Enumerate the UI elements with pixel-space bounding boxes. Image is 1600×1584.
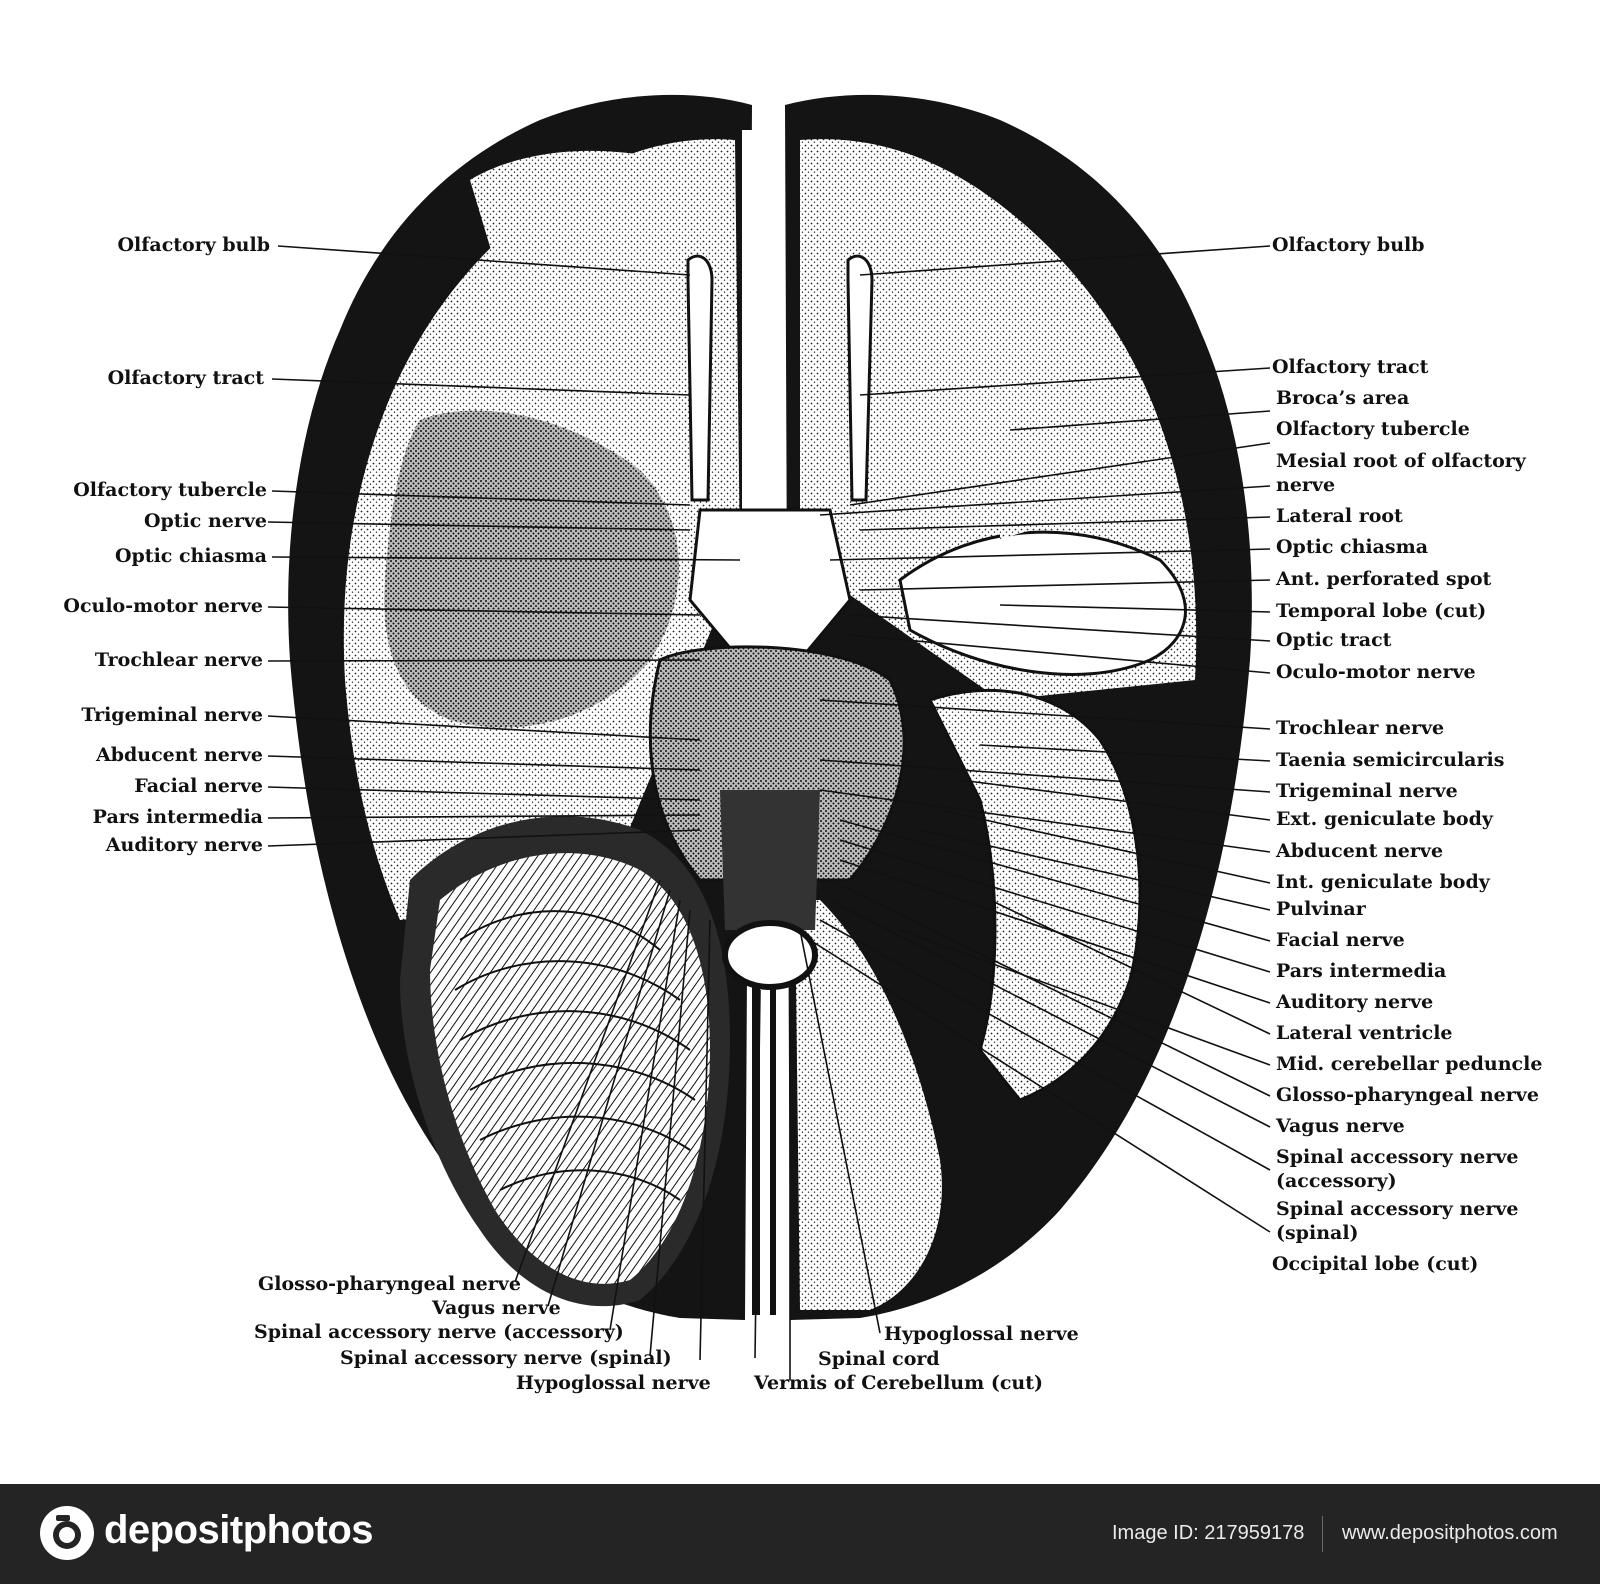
leader-lines-right: [809, 245, 1271, 1233]
label-right-accessory: (accessory): [1276, 1170, 1397, 1192]
label-right-vagus-nerve: Vagus nerve: [1276, 1115, 1405, 1137]
label-left-pars-intermedia: Pars intermedia: [92, 806, 263, 828]
label-bottom-glosso-pharyngeal-nerve: Glosso-pharyngeal nerve: [258, 1273, 521, 1295]
label-left-auditory-nerve: Auditory nerve: [105, 834, 263, 856]
label-right-abducent-nerve: Abducent nerve: [1276, 840, 1444, 862]
leader-lines-left: [267, 245, 741, 847]
label-right-ant-perforated-spot: Ant. perforated spot: [1276, 568, 1492, 590]
label-right-olfactory-tubercle: Olfactory tubercle: [1276, 418, 1470, 440]
label-left-olfactory-tubercle: Olfactory tubercle: [73, 479, 267, 501]
leader-lines-bottom: [514, 879, 881, 1380]
label-bottom-spinal-accessory-accessory: Spinal accessory nerve (accessory): [254, 1321, 624, 1343]
label-right-auditory-nerve: Auditory nerve: [1276, 991, 1434, 1013]
label-right-taenia-semicircularis: Taenia semicircularis: [1276, 749, 1505, 771]
label-left-oculo-motor-nerve: Oculo-motor nerve: [63, 595, 263, 617]
label-left-optic-nerve: Optic nerve: [143, 510, 267, 532]
olfactory-tracts: [686, 254, 874, 502]
label-right-spinal-accessory-nerve-1: Spinal accessory nerve: [1276, 1146, 1519, 1168]
label-left-abducent-nerve: Abducent nerve: [95, 744, 263, 766]
label-left-trochlear-nerve: Trochlear nerve: [94, 649, 263, 671]
label-bottom-hypoglossal-nerve-left: Hypoglossal nerve: [516, 1372, 711, 1394]
label-right-lateral-ventricle: Lateral ventricle: [1276, 1022, 1453, 1044]
label-bottom-spinal-accessory-spinal: Spinal accessory nerve (spinal): [340, 1347, 672, 1369]
label-right-spinal-accessory-nerve-2: Spinal accessory nerve: [1276, 1198, 1519, 1220]
camera-logo-icon: [40, 1506, 94, 1560]
label-right-oculo-motor-nerve: Oculo-motor nerve: [1276, 661, 1476, 683]
label-right-optic-tract: Optic tract: [1276, 629, 1392, 651]
label-right-trigeminal-nerve: Trigeminal nerve: [1276, 780, 1458, 802]
label-left-olfactory-bulb: Olfactory bulb: [117, 234, 270, 256]
label-left-olfactory-tract: Olfactory tract: [107, 367, 264, 389]
label-right-occipital-lobe: Occipital lobe (cut): [1272, 1253, 1479, 1275]
site-url: www.depositphotos.com: [1342, 1522, 1558, 1544]
label-bottom-vermis-of-cerebellum: Vermis of Cerebellum (cut): [754, 1372, 1043, 1394]
label-bottom-hypoglossal-nerve-right: Hypoglossal nerve: [884, 1323, 1079, 1345]
label-right-ext-geniculate-body: Ext. geniculate body: [1276, 808, 1493, 830]
label-right-pulvinar: Pulvinar: [1276, 898, 1366, 920]
label-right-olfactory-bulb: Olfactory bulb: [1272, 234, 1425, 256]
label-right-facial-nerve: Facial nerve: [1276, 929, 1405, 951]
image-id: Image ID: 217959178: [1112, 1522, 1305, 1544]
footer-divider: [1322, 1516, 1323, 1552]
cerebellum: [400, 816, 730, 1307]
label-right-mid-cerebellar-peduncle: Mid. cerebellar peduncle: [1276, 1053, 1543, 1075]
label-right-spinal: (spinal): [1276, 1222, 1359, 1244]
label-right-mesial-root-nerve: nerve: [1276, 474, 1336, 496]
label-bottom-spinal-cord: Spinal cord: [818, 1348, 940, 1370]
label-right-olfactory-tract: Olfactory tract: [1272, 356, 1429, 378]
label-left-optic-chiasma: Optic chiasma: [114, 545, 267, 567]
label-bottom-vagus-nerve: Vagus nerve: [432, 1297, 561, 1319]
label-right-mesial-root: Mesial root of olfactory: [1276, 450, 1526, 472]
label-right-trochlear-nerve: Trochlear nerve: [1276, 717, 1445, 739]
label-left-facial-nerve: Facial nerve: [134, 775, 263, 797]
label-right-lateral-root: Lateral root: [1276, 505, 1403, 527]
brainstem: [648, 130, 906, 1315]
label-right-glosso-pharyngeal-nerve: Glosso-pharyngeal nerve: [1276, 1084, 1539, 1106]
label-right-brocas-area: Broca’s area: [1276, 387, 1410, 409]
brain-illustration: [267, 94, 1271, 1380]
label-right-optic-chiasma: Optic chiasma: [1276, 536, 1429, 558]
label-right-int-geniculate-body: Int. geniculate body: [1276, 871, 1490, 893]
diagram-stage: Olfactory bulb Olfactory tract Olfactory…: [63, 94, 1543, 1394]
brand-name: depositphotos: [104, 1508, 374, 1552]
label-right-temporal-lobe: Temporal lobe (cut): [1276, 600, 1487, 622]
label-left-trigeminal-nerve: Trigeminal nerve: [81, 704, 263, 726]
watermark-footer: depositphotos Image ID: 217959178 www.de…: [0, 1484, 1600, 1584]
label-right-pars-intermedia: Pars intermedia: [1276, 960, 1447, 982]
